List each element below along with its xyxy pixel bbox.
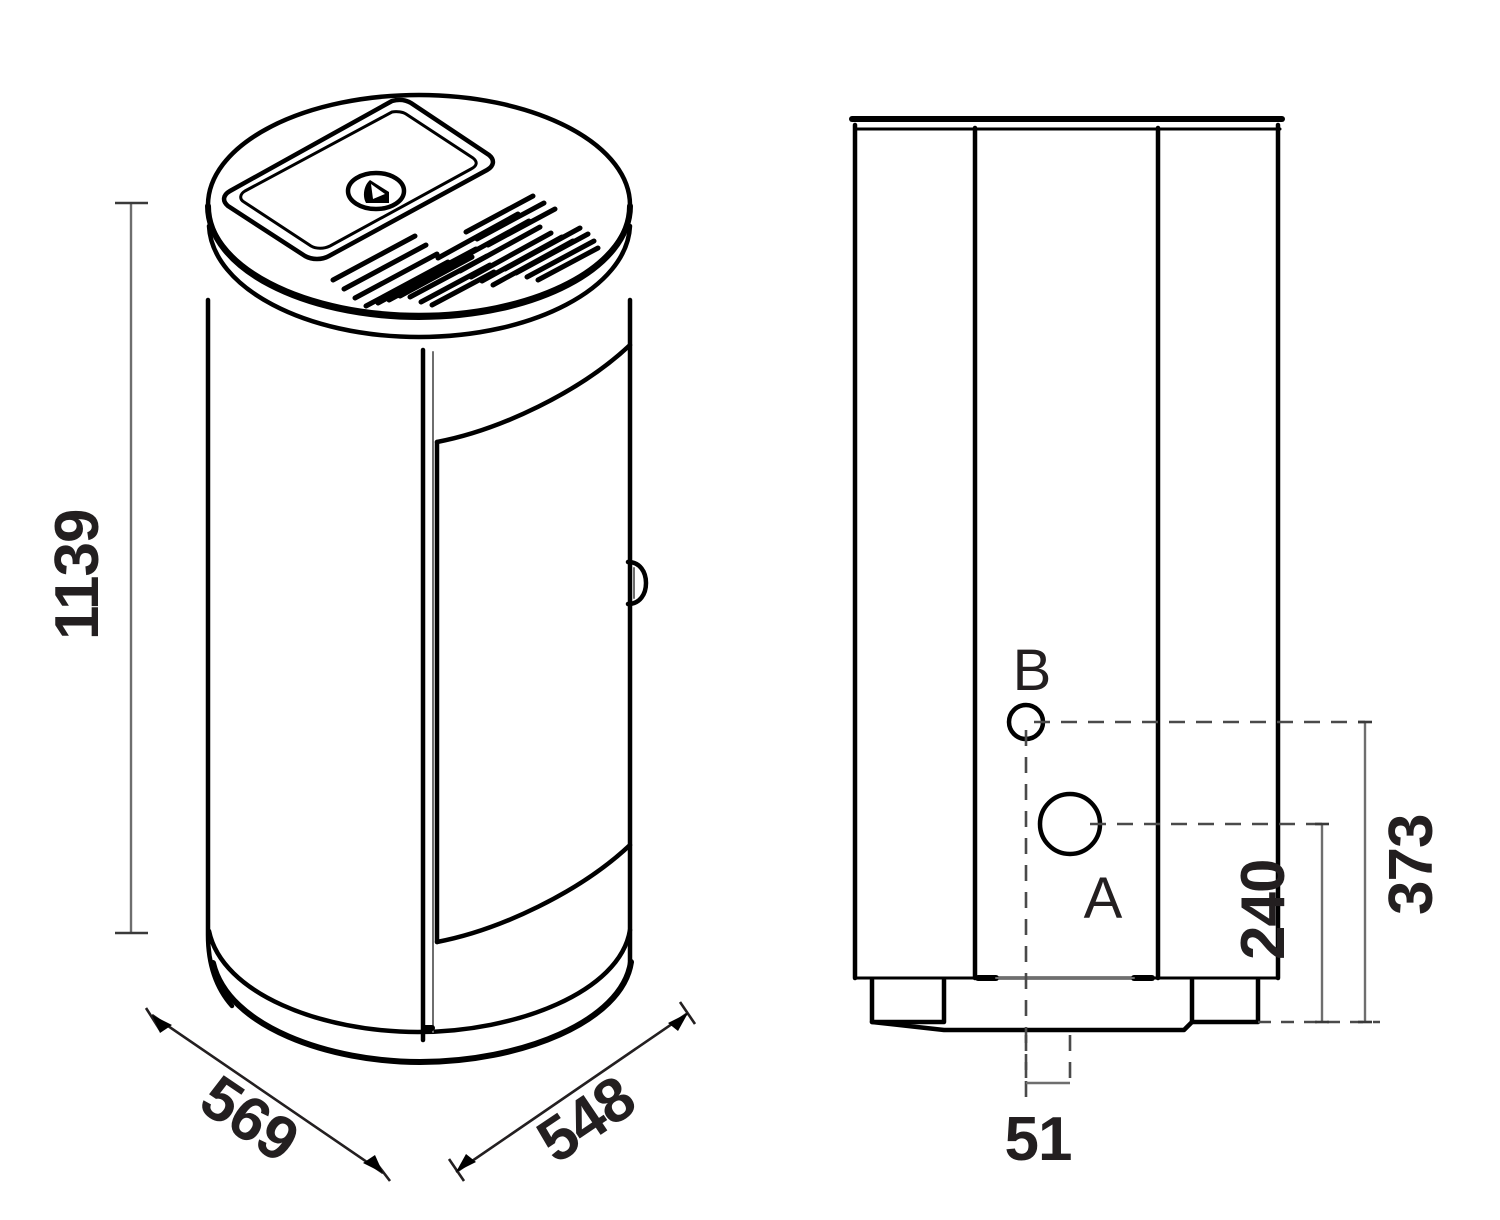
- grille-right: [435, 193, 601, 288]
- connection-port-a: A: [1037, 791, 1123, 931]
- dim-depth-text: 569: [188, 1062, 310, 1175]
- panel-divisions: [972, 125, 1161, 981]
- top-cap: [849, 116, 1285, 131]
- top-lid: [205, 92, 633, 340]
- body-outline: [852, 122, 1281, 981]
- isometric-view: 1139 569 548: [43, 92, 697, 1182]
- grille-left: [330, 233, 497, 309]
- dimension-depth-569: 569: [144, 1007, 392, 1182]
- dim-width-text: 548: [525, 1063, 647, 1176]
- dim-height-text: 1139: [43, 509, 112, 640]
- cylinder-body: [205, 297, 634, 1065]
- port-b-label: B: [1013, 638, 1052, 703]
- dimension-height-1139: 1139: [43, 201, 148, 935]
- dimension-51: 51: [1005, 1035, 1072, 1174]
- front-door: [420, 342, 649, 1043]
- circular-port: [345, 170, 407, 212]
- dim-240-text: 240: [1229, 860, 1298, 960]
- port-a-label: A: [1084, 866, 1123, 931]
- dimension-240: 240: [1229, 822, 1329, 1024]
- dim-51-text: 51: [1005, 1105, 1072, 1174]
- lid-panel: [221, 97, 496, 262]
- connection-port-b: B: [1006, 638, 1052, 742]
- dim-373-text: 373: [1377, 815, 1446, 915]
- extension-lines: [1034, 720, 1365, 826]
- support-feet: [869, 975, 1380, 1033]
- side-view: B A 373: [849, 116, 1446, 1174]
- dimension-373: 373: [1358, 720, 1446, 1024]
